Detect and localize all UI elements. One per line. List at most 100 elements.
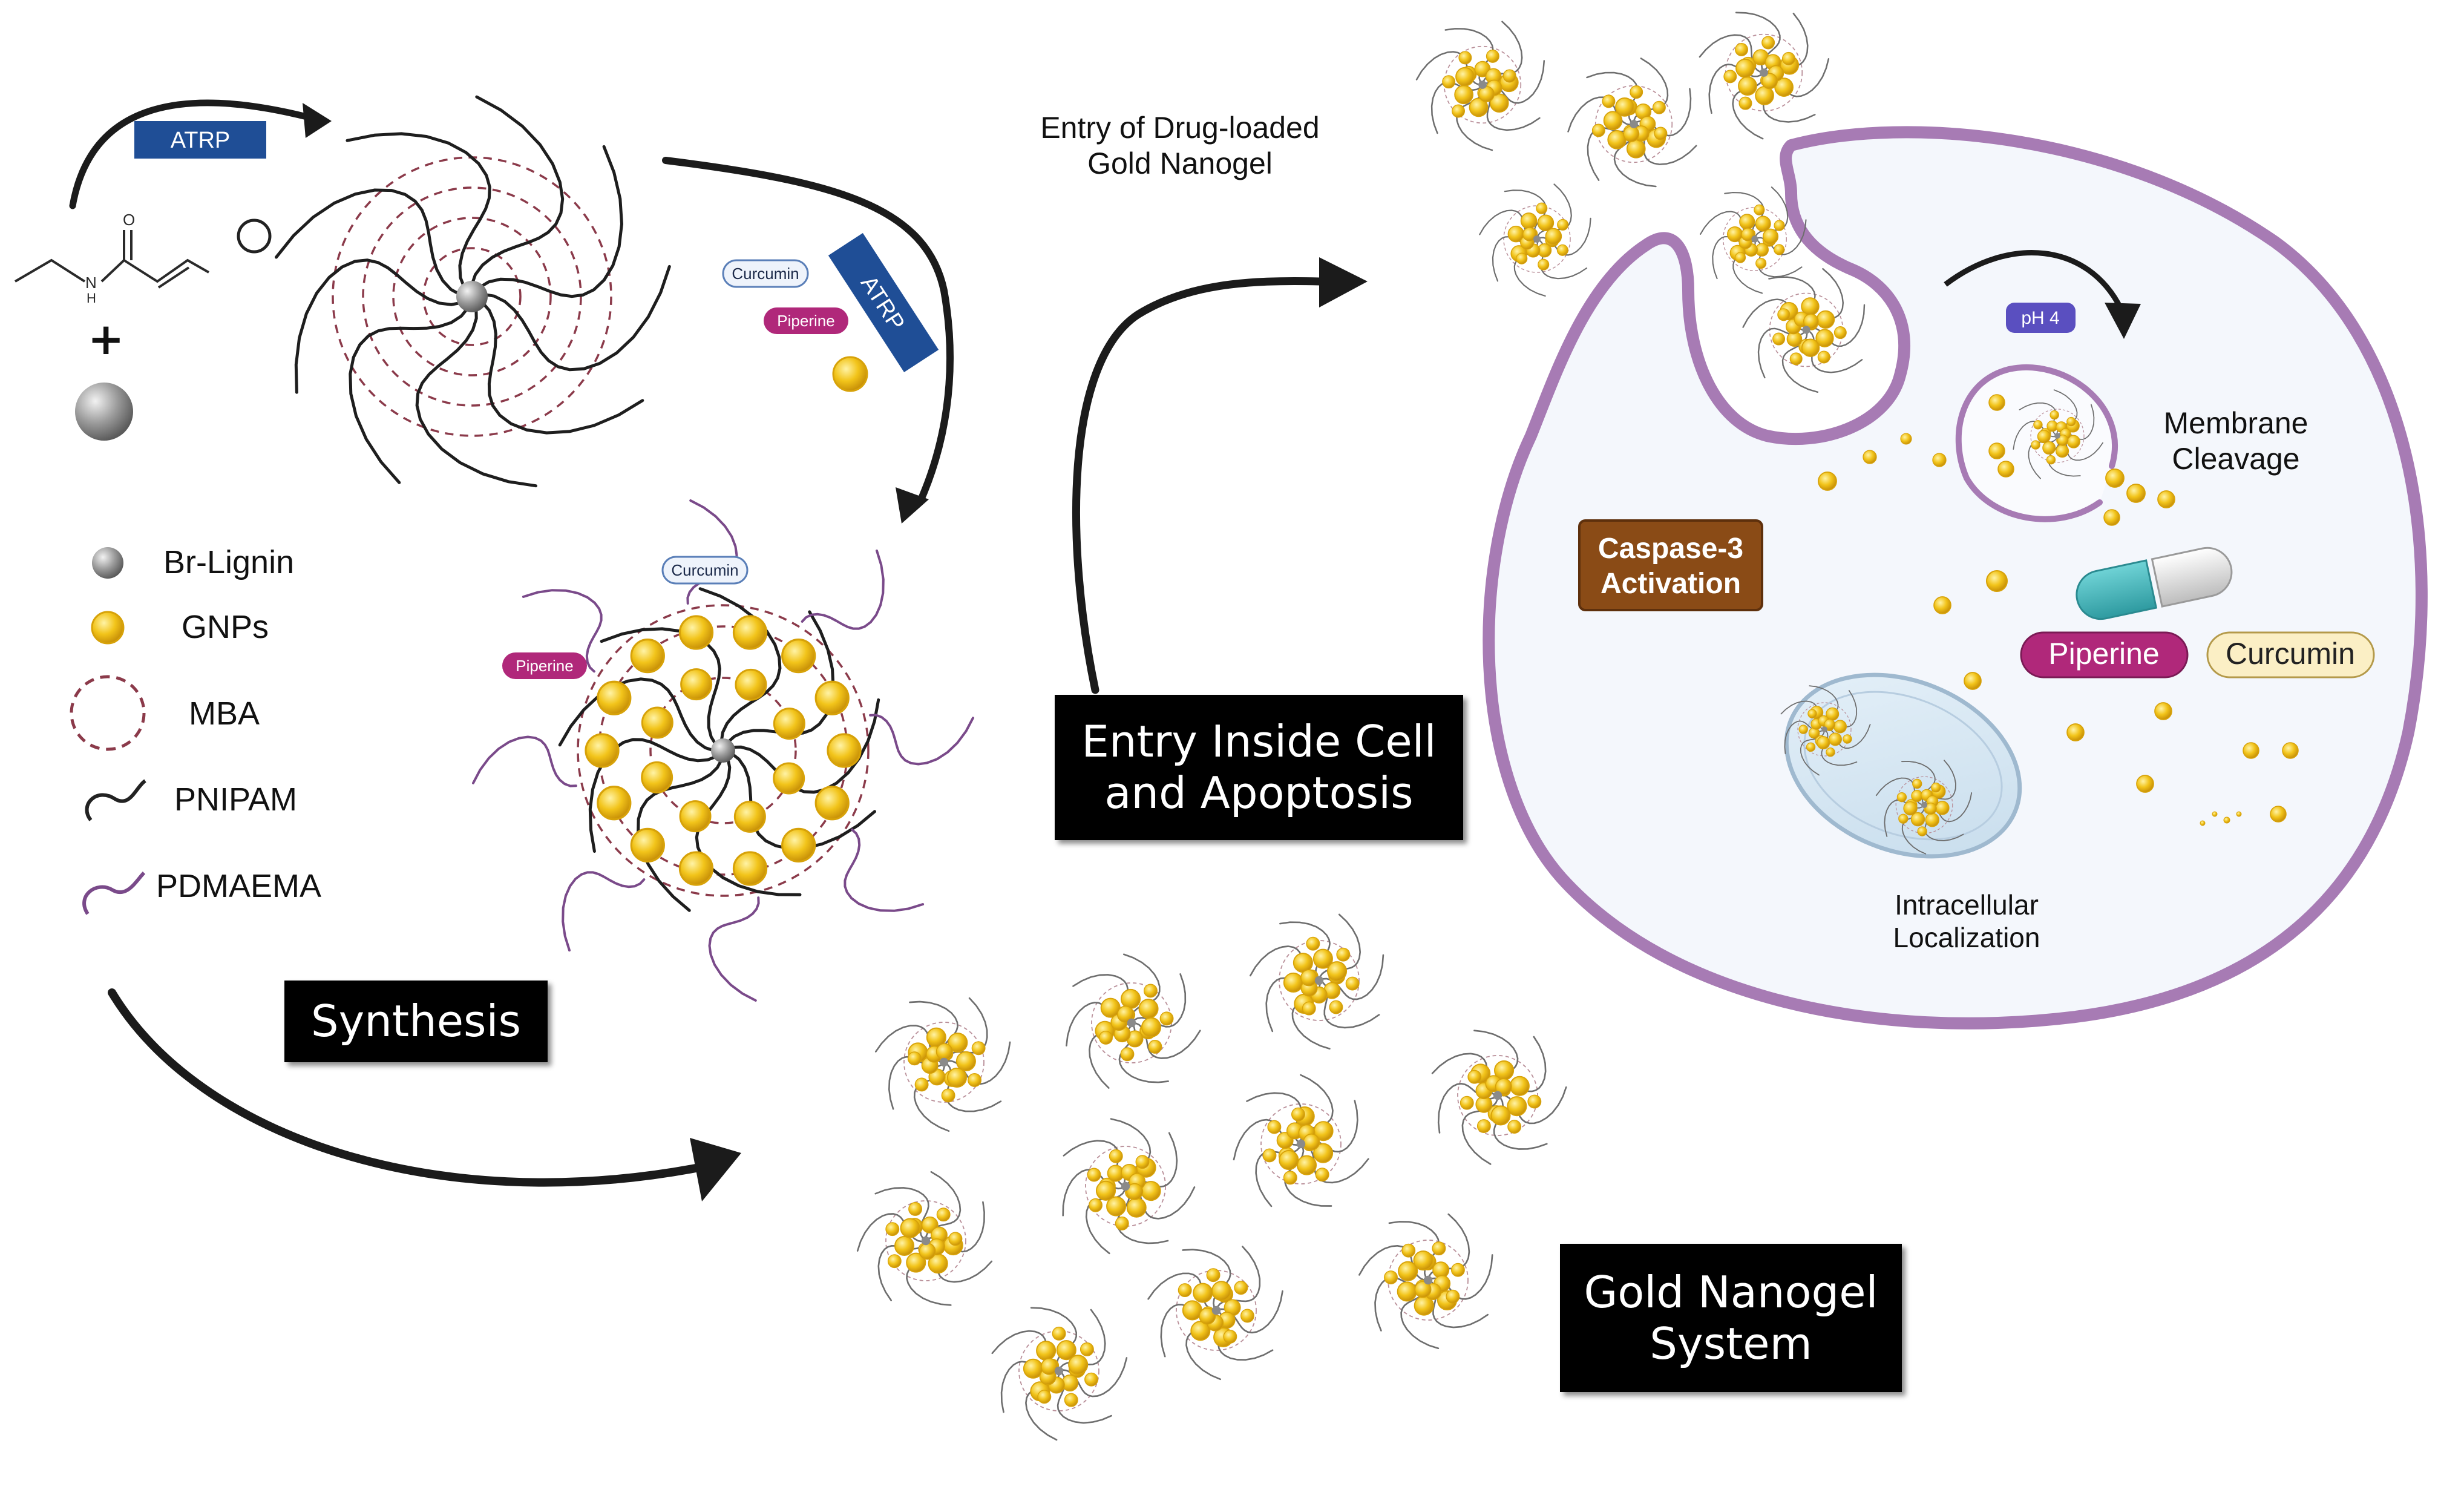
gold-nanoparticle bbox=[1602, 94, 1616, 108]
pnipam-chain bbox=[470, 295, 644, 435]
gold-nanoparticle bbox=[1303, 1133, 1320, 1151]
gold-nanoparticle bbox=[1652, 100, 1666, 114]
mini-nanogel bbox=[1567, 57, 1697, 188]
gold-nanoparticle bbox=[2037, 430, 2051, 444]
gold-nanoparticle bbox=[1843, 734, 1852, 744]
lignin-core-initiator bbox=[275, 95, 671, 488]
gold-nanoparticle bbox=[887, 1254, 902, 1269]
gold-nanoparticle bbox=[1591, 123, 1605, 137]
gold-nanoparticle bbox=[908, 1202, 923, 1216]
arrow-to-system bbox=[108, 988, 700, 1187]
pdmaema-chain bbox=[522, 589, 603, 673]
mini-nanogel bbox=[1066, 953, 1201, 1089]
gold-nanoparticle bbox=[1313, 1143, 1334, 1163]
legend-pdmaema-icon bbox=[82, 871, 146, 915]
gold-nanoparticle bbox=[2136, 775, 2154, 793]
gold-nanoparticle bbox=[1141, 1017, 1162, 1037]
gold-nanoparticle bbox=[1507, 1096, 1527, 1117]
gold-nanoparticle bbox=[1826, 747, 1835, 757]
svg-text:Curcumin: Curcumin bbox=[732, 264, 799, 283]
gold-nanoparticle bbox=[2105, 468, 2125, 488]
ph-tag: pH 4 bbox=[2006, 303, 2076, 333]
nanogel-arm bbox=[1805, 329, 1863, 373]
gold-nanoparticle bbox=[1803, 314, 1819, 329]
gold-nanoparticle bbox=[1801, 338, 1820, 357]
gold-nanoparticle bbox=[1755, 86, 1774, 105]
nanogel-arm bbox=[1821, 729, 1858, 766]
gold-nanoparticle bbox=[773, 762, 805, 795]
gold-nanoparticle bbox=[2031, 440, 2040, 450]
gold-nanoparticle bbox=[1626, 139, 1646, 159]
arrowhead-atrp bbox=[303, 103, 332, 138]
gold-nanoparticle bbox=[1234, 1281, 1248, 1295]
gold-nanoparticle bbox=[2066, 416, 2076, 427]
gold-nanoparticle bbox=[1739, 214, 1755, 230]
nanogel-arm bbox=[1732, 71, 1765, 140]
gold-nanoparticle bbox=[1925, 812, 1940, 827]
gold-nanogel-system-network bbox=[856, 913, 1567, 1441]
gold-nanoparticle bbox=[814, 680, 850, 715]
gold-nanoparticle bbox=[678, 851, 714, 886]
pnipam-chain bbox=[588, 738, 725, 853]
gold-nanoparticle bbox=[2046, 455, 2056, 465]
gold-nanoparticle bbox=[1206, 1268, 1221, 1283]
nanogel-arm bbox=[1318, 913, 1361, 982]
mini-nanogel bbox=[1742, 268, 1866, 393]
arrow-to-nanogel bbox=[662, 157, 954, 506]
pnipam-chain bbox=[470, 145, 623, 298]
gold-nanoparticle bbox=[1781, 51, 1795, 65]
gold-nanoparticle bbox=[1135, 1155, 1150, 1169]
gold-nanoparticle bbox=[1520, 212, 1538, 229]
gold-nanoparticle bbox=[2200, 820, 2206, 826]
gold-nanoparticle bbox=[1898, 813, 1909, 824]
svg-text:Curcumin: Curcumin bbox=[671, 561, 738, 579]
mini-nanogel bbox=[1415, 21, 1545, 151]
gold-nanoparticle bbox=[1912, 778, 1922, 789]
gold-nanoparticle bbox=[1815, 329, 1834, 347]
gold-nanoparticle bbox=[1460, 1096, 1474, 1110]
gold-nanoparticle bbox=[1193, 1283, 1213, 1303]
gold-nanoparticle bbox=[1789, 352, 1803, 366]
gold-nanoparticle bbox=[1516, 252, 1528, 264]
entry-drug-loaded-note: Entry of Drug-loaded Gold Nanogel bbox=[1040, 111, 1320, 180]
gold-nanoparticle bbox=[1816, 310, 1835, 329]
gold-nanoparticle bbox=[1738, 96, 1752, 110]
plus-sign: + bbox=[88, 314, 124, 364]
gold-nanoparticle bbox=[1761, 36, 1775, 50]
pnipam-chain bbox=[470, 95, 565, 298]
gold-nanoparticle bbox=[1772, 332, 1786, 346]
pnipam-chain bbox=[349, 295, 474, 484]
gold-nanoparticle bbox=[1964, 672, 1982, 690]
gold-nanoparticle bbox=[1178, 1283, 1192, 1298]
drug-capsule bbox=[2076, 547, 2233, 620]
gold-nanoparticle bbox=[1623, 125, 1640, 142]
gold-nanoparticle bbox=[1654, 126, 1668, 140]
gold-nanoparticle bbox=[1741, 228, 1755, 241]
gold-nanoparticle bbox=[1120, 1047, 1135, 1062]
endocytosis-arrow bbox=[1944, 250, 2141, 339]
pnipam-chain bbox=[600, 627, 725, 752]
gold-nanoparticle bbox=[1454, 85, 1473, 105]
legend-mba-icon bbox=[70, 675, 146, 751]
gold-nanoparticle bbox=[2103, 509, 2120, 526]
gold-nanoparticle bbox=[1734, 252, 1746, 263]
svg-text:Caspase-3: Caspase-3 bbox=[1598, 533, 1743, 565]
gold-nanoparticle bbox=[1738, 76, 1757, 96]
caspase-3-activation-box: Caspase-3 Activation bbox=[1578, 519, 1763, 611]
gold-nanoparticle bbox=[1833, 326, 1847, 340]
gold-nanogel-system-label: Gold Nanogel System bbox=[1560, 1244, 1902, 1392]
gold-nanoparticle bbox=[948, 1033, 968, 1053]
gold-nanoparticle bbox=[1450, 1263, 1465, 1277]
gold-nanoparticle bbox=[1056, 1340, 1076, 1361]
gold-nanoparticle bbox=[1345, 976, 1360, 991]
pdmaema-chain bbox=[472, 735, 577, 787]
nanogel-arm bbox=[877, 1240, 927, 1301]
gold-nanoparticle bbox=[1630, 85, 1643, 99]
gold-nanoparticle bbox=[827, 733, 862, 768]
gold-nanoparticle bbox=[1924, 803, 1937, 815]
nanogel-arm bbox=[1805, 304, 1866, 347]
gold-nanoparticle bbox=[1037, 1390, 1052, 1404]
gold-nanoparticle bbox=[1041, 1358, 1058, 1375]
gold-nanoparticle bbox=[2126, 484, 2146, 503]
gold-nanoparticle bbox=[1467, 1069, 1482, 1084]
